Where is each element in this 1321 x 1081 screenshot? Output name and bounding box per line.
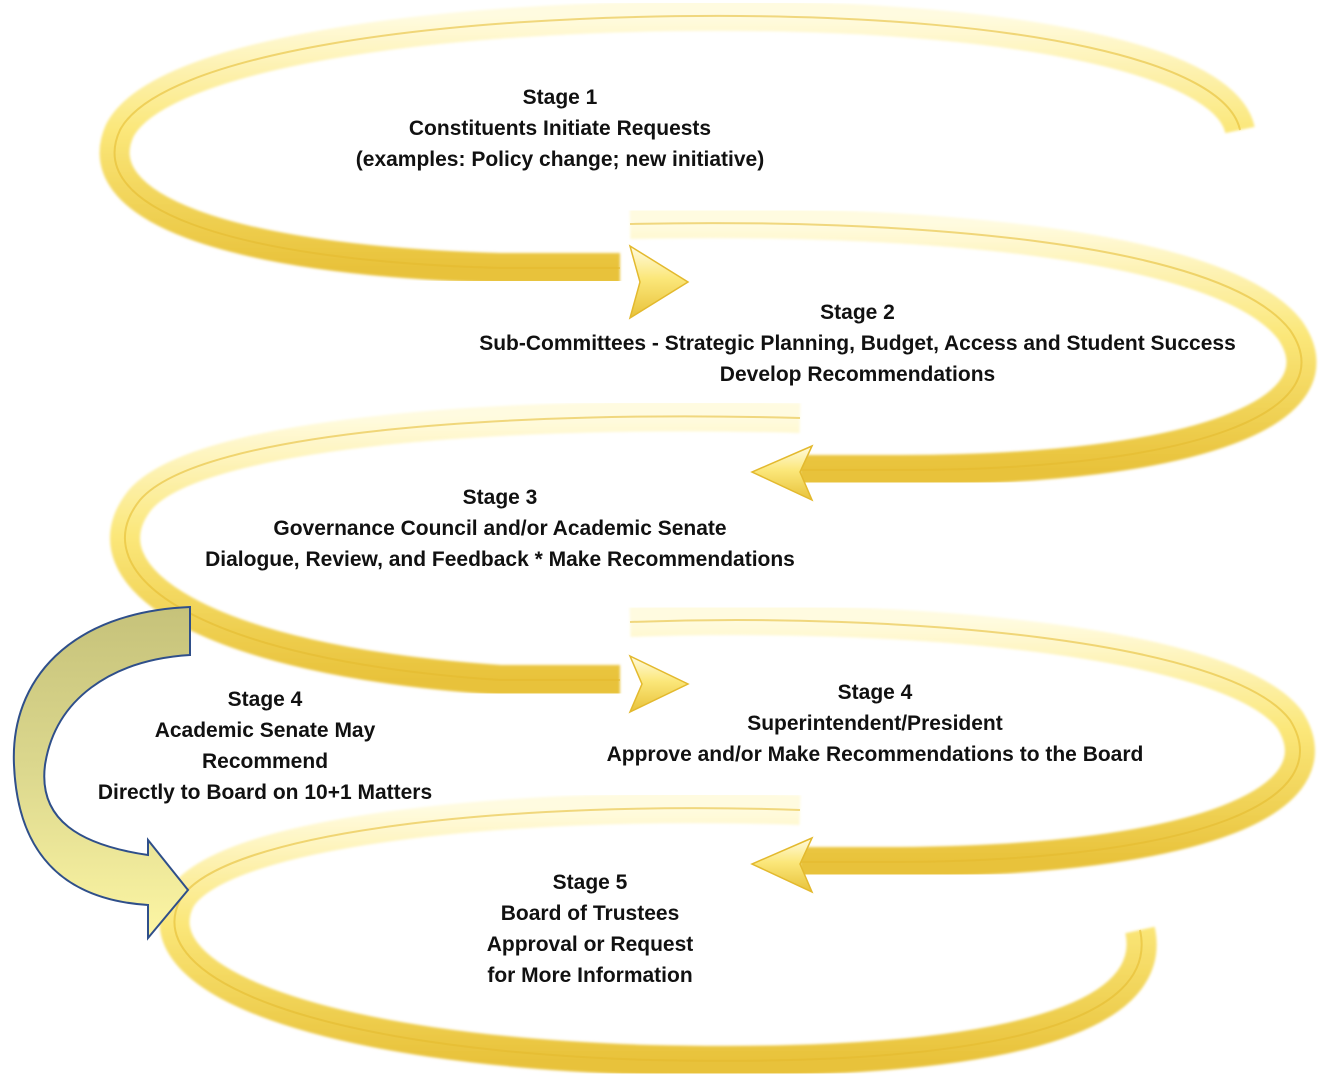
loop-stage-5 [159,793,1157,1076]
arrow-head-3 [628,654,690,714]
stage-5-line-3: for More Information [487,964,693,987]
loop-stage-3 [110,401,801,695]
stage-4-senate-title: Stage 4 [227,688,303,711]
stage-4-senate-line-1: Academic Senate May [154,719,376,742]
senate-direct-arrow [12,605,191,941]
stage-4-president-title: Stage 4 [837,681,913,704]
stage-4-president-line-2: Approve and/or Make Recommendations to t… [606,743,1144,766]
stage-4-senate-text: Stage 4 Academic Senate May Recommend Di… [40,684,490,808]
arrow-head-4 [750,836,814,894]
stage-5-line-2: Approval or Request [486,933,694,956]
loop-stage-4 [629,605,1315,877]
arrow-head-2 [750,444,814,502]
stage-4-senate-line-3: Directly to Board on 10+1 Matters [97,781,433,804]
stage-2-text: Stage 2 Sub-Committees - Strategic Plann… [415,297,1300,390]
stage-2-title: Stage 2 [820,301,895,324]
stage-5-title: Stage 5 [552,871,628,894]
stage-4-president-text: Stage 4 Superintendent/President Approve… [550,677,1200,770]
arrow-head-1 [628,244,690,320]
stage-1-line-2: (examples: Policy change; new initiative… [355,148,765,171]
stage-1-line-1: Constituents Initiate Requests [408,117,712,140]
stage-4-president-line-1: Superintendent/President [747,712,1003,735]
stage-3-line-2: Dialogue, Review, and Feedback * Make Re… [205,548,795,571]
stage-3-text: Stage 3 Governance Council and/or Academ… [145,482,855,575]
stage-5-text: Stage 5 Board of Trustees Approval or Re… [440,867,740,991]
stage-1-text: Stage 1 Constituents Initiate Requests (… [300,82,820,175]
stage-1-title: Stage 1 [522,86,598,109]
stage-3-title: Stage 3 [462,486,538,509]
stage-3-line-1: Governance Council and/or Academic Senat… [273,517,727,540]
stage-2-line-2: Develop Recommendations [719,363,996,386]
stage-4-senate-line-2: Recommend [201,750,329,773]
loop-stage-1 [99,0,1255,283]
loop-stage-2 [629,208,1317,485]
stage-2-line-1: Sub-Committees - Strategic Planning, Bud… [479,332,1236,355]
stage-5-line-1: Board of Trustees [500,902,680,925]
